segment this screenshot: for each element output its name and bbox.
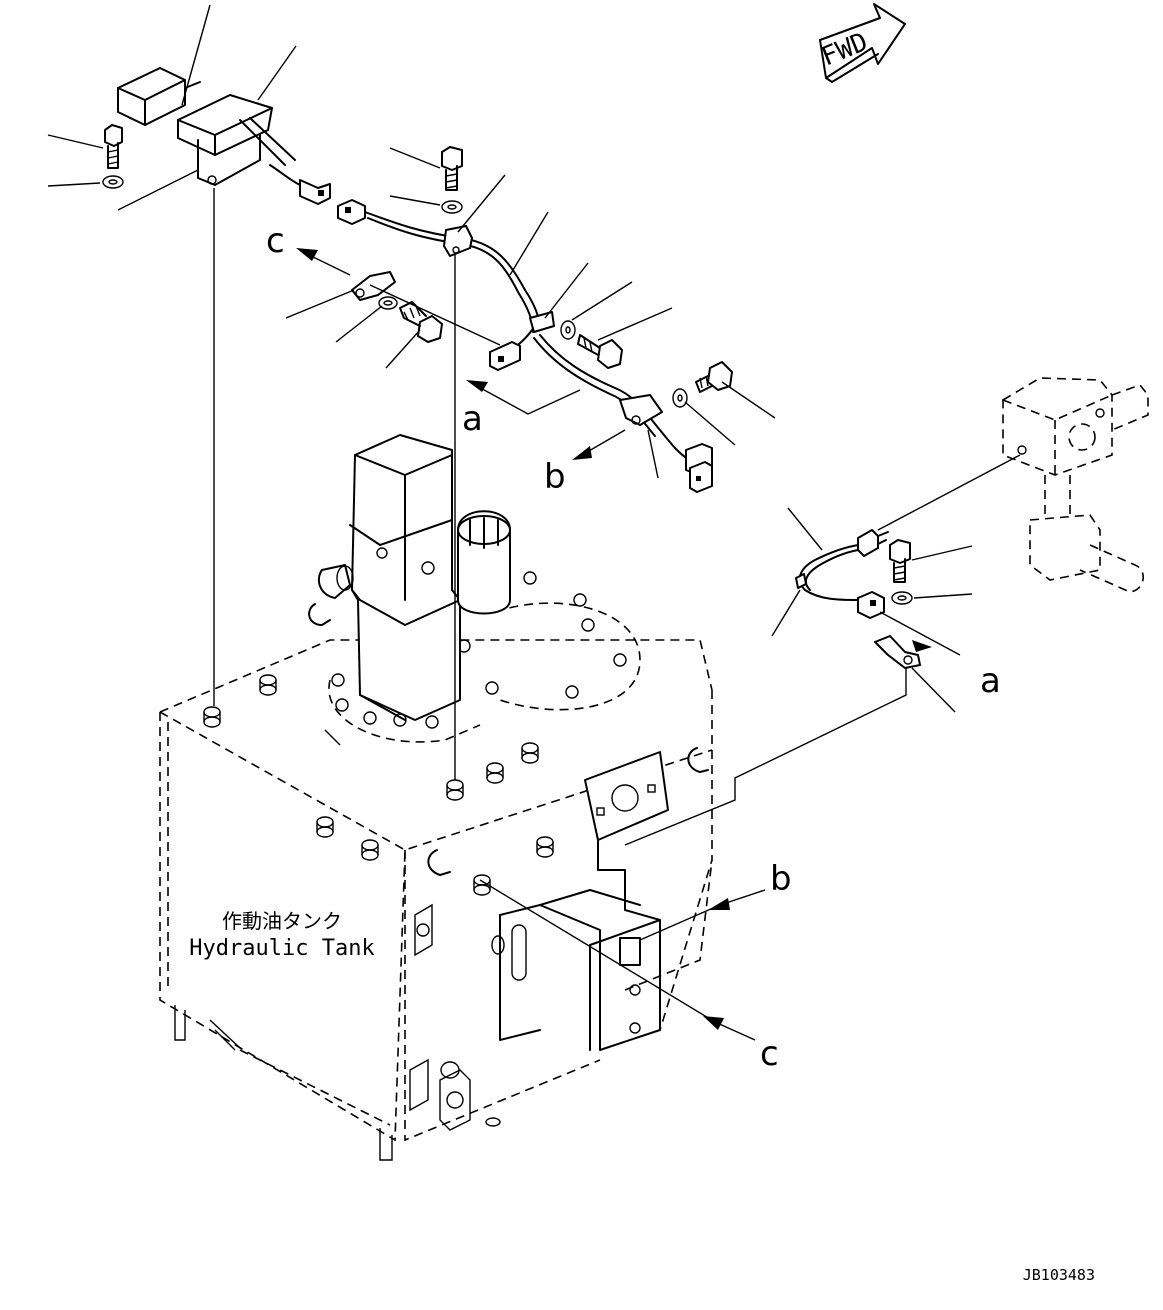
valve-block [1002,377,1149,593]
ref-c-label: c [266,221,285,261]
washer-bolt-right [647,361,776,479]
clamp-far-right: a [874,611,1001,713]
tank-label-jp: 作動油タンク [222,909,342,933]
wiring-harness [269,164,713,493]
washer-bolt-mid-right [560,281,673,369]
drawing-code: JB103483 [1023,1266,1095,1284]
sensor-unit [117,4,211,126]
bolt-washer-mid [389,146,463,214]
view-ref-b-upper: b [544,429,626,497]
tank-studs [203,674,554,1127]
clamp-washer-bolt-left [285,271,501,369]
view-ref-a-upper: a [462,380,581,439]
ref-b-label: b [544,457,566,497]
view-ref-c-upper: c [266,221,351,276]
cover-bolts [331,571,627,729]
view-ref-c-lower: c [479,879,779,1074]
fwd-direction-arrow: FWD [817,3,906,83]
return-filter [457,510,511,615]
ref-a-label: a [462,399,483,439]
ref-a-label-right: a [980,661,1001,701]
view-ref-b-lower: b [639,859,792,941]
filler-neck [349,434,461,721]
right-bracket [491,751,713,1051]
hydraulic-tank: 作動油タンク Hydraulic Tank [159,434,713,1161]
sensor-bracket [177,45,297,186]
ref-b-label-lower: b [770,859,792,899]
bolt-washer-far-right [889,539,973,605]
bolt-washer-left [47,124,199,211]
temperature-sensor [771,507,889,637]
tank-label-en: Hydraulic Tank [189,936,374,961]
ref-c-label-lower: c [760,1034,779,1074]
